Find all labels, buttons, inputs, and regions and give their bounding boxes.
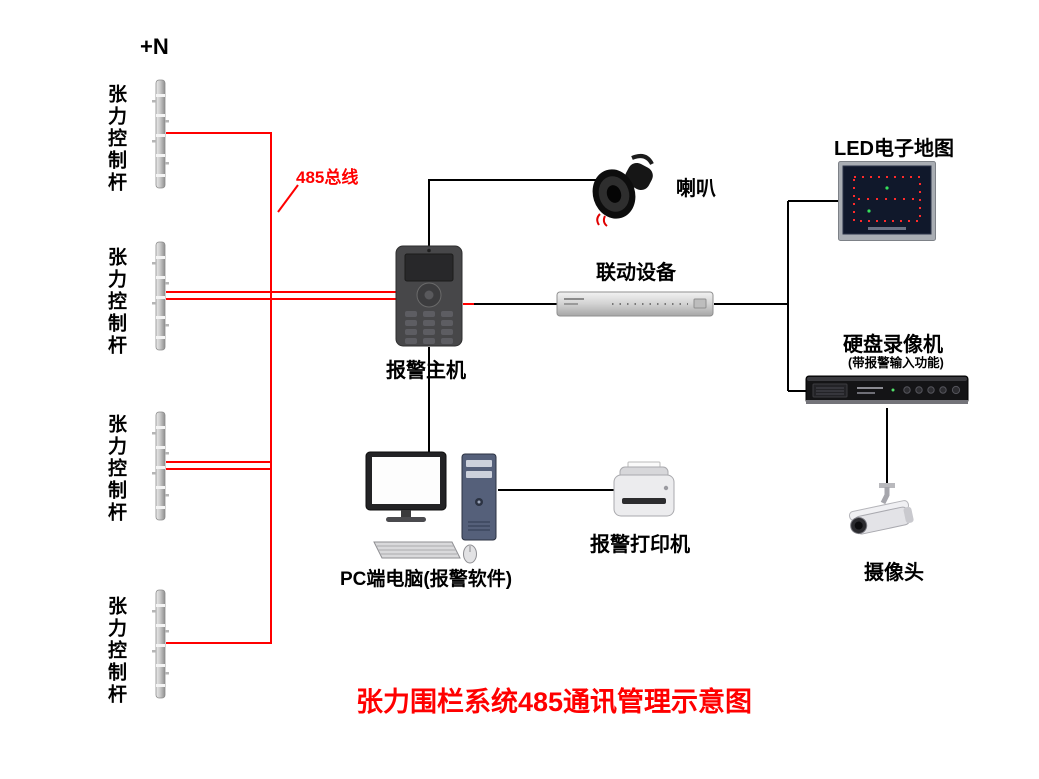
camera-icon [845,482,933,550]
dvr-sublabel: (带报警输入功能) [848,356,944,370]
pole-label: 张力控制杆 [105,596,126,706]
host-to-speaker-line [428,179,596,247]
n-count-label: +N [140,34,169,59]
linkage-label: 联动设备 [596,262,676,284]
printer-label: 报警打印机 [590,534,690,556]
pole-label: 张力控制杆 [105,247,126,357]
pc-label: PC端电脑(报警软件) [340,569,513,590]
rs485-bus-lines [166,132,474,644]
printer-icon [606,460,682,522]
led-map-icon [838,161,936,241]
speaker-label: 喇叭 [676,178,716,200]
bus-label-pointer [277,184,299,213]
pole-label: 张力控制杆 [105,84,126,194]
dvr-icon [805,374,969,408]
alarm-host-label: 报警主机 [386,360,466,382]
dvr-label: 硬盘录像机 [843,334,943,356]
tension-pole-icon [150,410,170,522]
camera-label: 摄像头 [864,562,924,584]
linkage-device-icon [556,289,714,319]
pc-icon [364,450,506,568]
speaker-icon [588,150,660,228]
tension-pole-icon [150,240,170,352]
tension-pole-icon [150,78,170,190]
pole-label: 张力控制杆 [105,414,126,524]
alarm-host-icon [395,245,463,347]
diagram-title: 张力围栏系统485通讯管理示意图 [356,687,753,717]
led-map-label: LED电子地图 [834,138,954,160]
signal-lines [428,179,888,491]
bus-label: 485总线 [296,168,359,187]
tension-pole-icon [150,588,170,700]
